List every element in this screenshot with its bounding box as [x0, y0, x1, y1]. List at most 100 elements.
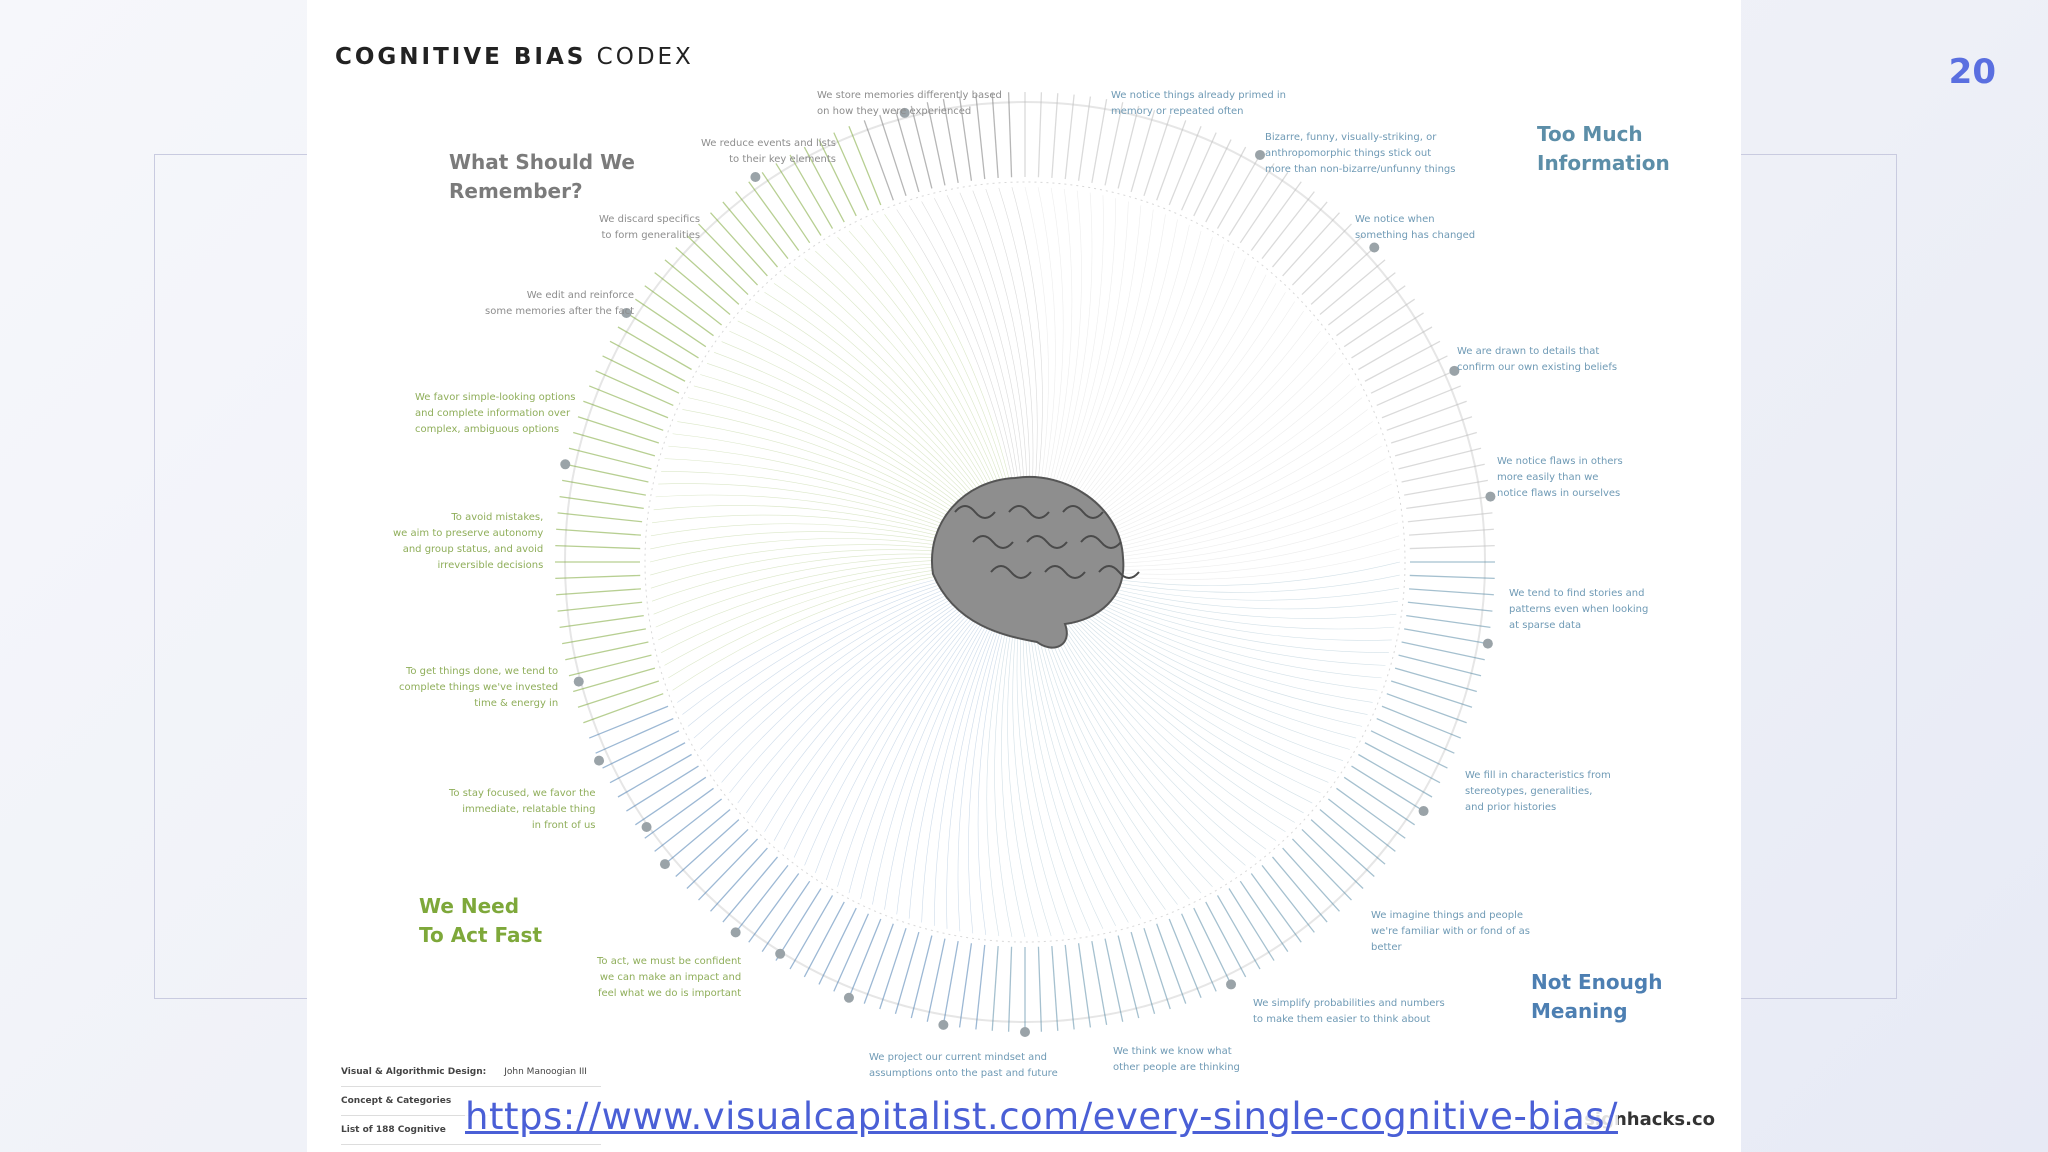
bias-label-tick [1130, 110, 1156, 193]
category-dot [1226, 979, 1237, 990]
bias-label-tick [1037, 946, 1043, 1032]
bias-label-tick [1407, 512, 1493, 523]
bias-label-tick [991, 946, 999, 1031]
brain-fold [1026, 535, 1068, 549]
bias-label-tick [565, 463, 649, 483]
bias-label-tick [568, 654, 652, 677]
bias-label-tick [617, 326, 692, 371]
bias-label-tick [588, 385, 669, 419]
bias-label-tick [562, 479, 646, 496]
bias-label-tick [1180, 913, 1217, 992]
category-changed: We notice when something has changed [1355, 214, 1476, 241]
bias-label-tick [735, 191, 789, 260]
source-link[interactable]: https://www.visualcapitalist.com/every-s… [465, 1095, 1618, 1138]
bias-label-tick [644, 787, 714, 839]
bias-label-tick [577, 416, 660, 444]
bias-label-tick [568, 447, 652, 470]
category-primed: We notice things already primed in memor… [1111, 90, 1287, 117]
category-think-know: We think we know what other people are t… [1113, 1046, 1240, 1073]
bias-label-tick [573, 431, 656, 457]
bias-label-tick [1370, 355, 1448, 394]
bias-label-tick [1358, 326, 1433, 371]
category-dot [659, 859, 670, 870]
bias-label-tick [1117, 105, 1140, 189]
bias-label-tick [1239, 171, 1289, 244]
brain-fold [1098, 565, 1140, 579]
bias-label-tick [910, 935, 933, 1019]
bias-label-tick [761, 880, 811, 953]
bias-label-tick [1205, 146, 1247, 223]
bias-label-tick [556, 588, 641, 596]
bias-label-tick [562, 628, 646, 645]
bias-label-tick [1228, 163, 1275, 236]
bias-label-tick [577, 680, 660, 708]
bias-label-tick [634, 298, 707, 348]
bias-label-tick [833, 132, 870, 211]
category-dot [1020, 1027, 1030, 1037]
bias-label-tick [975, 944, 986, 1030]
bias-label-tick [1390, 680, 1473, 708]
bias-label-tick [617, 753, 692, 798]
category-dot [1485, 491, 1496, 502]
bias-label-tick [710, 847, 768, 912]
bias-label-tick [1301, 235, 1364, 296]
category-dot [1482, 638, 1493, 649]
slide-frame-left [154, 154, 314, 999]
bias-label-tick [1261, 864, 1315, 933]
slide-frame-right [1735, 154, 1897, 999]
bias-label-tick [1370, 730, 1448, 769]
category-dot [843, 992, 854, 1003]
bias-label-tick [654, 798, 723, 852]
inner-dotted-ring [644, 181, 1406, 943]
cognitive-bias-codex-image: COGNITIVE BIAS CODEX What Should We Reme… [307, 0, 1741, 1152]
bias-label-tick [748, 873, 800, 943]
bias-label-tick [595, 717, 674, 754]
bias-label-tick [942, 99, 959, 183]
bias-label-tick [1180, 132, 1217, 211]
category-simplify: We simplify probabilities and numbers to… [1253, 998, 1445, 1025]
bias-label-tick [634, 776, 707, 826]
bias-label-tick [1007, 946, 1013, 1032]
category-dot [938, 1019, 949, 1030]
bias-label-tick [761, 171, 811, 244]
category-flaws: We notice flaws in others more easily th… [1497, 456, 1623, 499]
bias-label-tick [910, 105, 933, 189]
bias-label-tick [991, 93, 999, 178]
bias-label-tick [1216, 895, 1261, 970]
bias-label-tick [789, 895, 834, 970]
category-fill-in: We fill in characteristics from stereoty… [1465, 770, 1611, 813]
bias-label-tick [1409, 574, 1495, 580]
bias-label-tick [1310, 247, 1375, 305]
bias-label-tick [556, 528, 641, 536]
bias-label-tick [722, 856, 779, 923]
bias-label-tick [975, 94, 986, 180]
bias-label-tick [958, 96, 973, 181]
bias-label-tick [1398, 654, 1482, 677]
quadrant-not-enough-meaning: Not Enough Meaning [1531, 970, 1663, 1023]
bias-label-tick [1077, 96, 1092, 181]
bias-label-tick [1064, 944, 1075, 1030]
bias-label-tick [1398, 447, 1482, 470]
bias-label-tick [1250, 181, 1302, 251]
brain-fold [954, 505, 996, 519]
bias-label-tick [675, 247, 740, 305]
bias-label-tick [1168, 125, 1202, 206]
bias-label-tick [1394, 667, 1477, 693]
bias-label-tick [626, 312, 699, 359]
bias-label-tick [1376, 370, 1455, 407]
brain-fold [1008, 505, 1050, 519]
bias-label-tick [1064, 94, 1075, 180]
bias-label-tick [879, 927, 907, 1010]
bias-label-tick [1168, 918, 1202, 999]
bias-label-tick [1336, 285, 1406, 337]
bias-label-tick [555, 544, 641, 550]
slide-number: 20 [1948, 52, 1996, 92]
bias-label-tick [894, 931, 920, 1014]
bias-label-tick [1376, 717, 1455, 754]
category-dot [1449, 365, 1460, 376]
brain-fold [1062, 505, 1104, 519]
bias-label-tick [583, 693, 664, 724]
bias-label-tick [735, 864, 789, 933]
bias-label-tick [1319, 808, 1386, 865]
bias-label-tick [1051, 93, 1059, 178]
